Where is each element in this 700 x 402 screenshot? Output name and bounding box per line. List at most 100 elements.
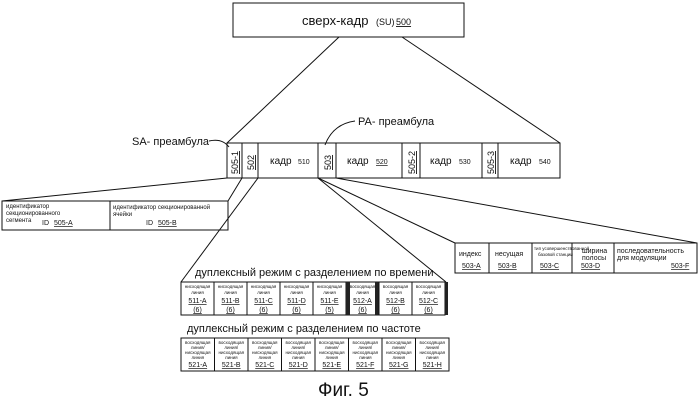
tdd-cell-ref: 511-D	[287, 298, 306, 305]
tdd-cell-ref: 511-E	[320, 298, 338, 305]
sa-preamble-ref: 505-1	[230, 151, 240, 174]
fdd-cell-line2: линия	[392, 355, 405, 360]
fdd-cell-line2: линия	[258, 355, 271, 360]
superframe-su: (SU)	[376, 17, 395, 27]
tdd-cell-line: линия	[323, 290, 336, 295]
tdd-cell-count: (5)	[325, 307, 334, 314]
tdd-cell-line: линия	[290, 290, 303, 295]
frame-530-label: кадр	[430, 156, 452, 167]
fdd-cell-line2: линия	[225, 355, 238, 360]
tdd-cell-count: (6)	[424, 307, 433, 314]
cell-id-label: ID	[146, 220, 153, 227]
tdd-cell-direction: восходящая	[416, 284, 442, 289]
fdd-cell-line2: линия	[426, 355, 439, 360]
tdd-cell-count: (6)	[292, 307, 301, 314]
frame-510-ref: 510	[298, 159, 310, 166]
tdd-cell-line: линия	[224, 290, 237, 295]
tdd-cell-count: (6)	[358, 307, 367, 314]
tdd-cell: нисходящаялиния511-B(6)	[214, 282, 247, 315]
tdd-cell-line: линия	[356, 290, 369, 295]
tdd-cell-ref: 511-A	[188, 298, 206, 305]
fdd-cell: восходящаялиния/нисходящаялиния521-A	[181, 338, 215, 371]
frame-510-label: кадр	[270, 156, 292, 167]
pa-bs-type-line2: базовой станции	[538, 251, 573, 257]
tdd-cell: восходящаялиния 512-A (6)	[346, 282, 379, 315]
tdd-cell-count: (6)	[259, 307, 268, 314]
fdd-cell-ref: 521-H	[423, 362, 442, 369]
pa-carrier-label: несущая	[495, 251, 523, 258]
sa-preamble-leader	[209, 140, 229, 147]
tdd-cell-line: линия	[257, 290, 270, 295]
tdd-cell-direction: восходящая	[383, 284, 409, 289]
pa-preamble-leader	[325, 121, 355, 145]
tdd-marker	[375, 282, 379, 315]
fdd-cell-ref: 521-D	[289, 362, 308, 369]
tdd-cell: нисходящаялиния 511-D (6)	[280, 282, 313, 315]
fdd-cell-ref: 521-E	[322, 362, 341, 369]
tdd-title: дуплексный режим с разделением по времен…	[195, 267, 434, 279]
tdd-cell-direction: нисходящая	[284, 284, 310, 289]
tdd-cell-line: линия	[191, 290, 204, 295]
frame-520-ref: 520	[376, 159, 388, 166]
zoom-line-left	[227, 37, 339, 143]
ref-502: 502	[246, 155, 256, 170]
fdd-cell-ref: 521-G	[389, 362, 408, 369]
tdd-cell: нисходящаялиния511-C(6)	[247, 282, 280, 315]
pa-preamble-label: PA- преамбула	[358, 116, 435, 128]
figure-caption: Фиг. 5	[318, 380, 369, 401]
tdd-cell: восходящаялиния512-B(6)	[379, 282, 412, 315]
pa-index-ref: 503-A	[462, 263, 481, 270]
tdd-cell-direction: нисходящая	[185, 284, 211, 289]
tdd-cell-line: линия	[422, 290, 435, 295]
pa-index-label: индекс	[459, 251, 482, 258]
fdd-cell-line2: линия	[191, 355, 204, 360]
pa-modulation-line2: для модуляции	[617, 255, 667, 262]
tdd-cell-direction: восходящая	[350, 284, 376, 289]
tdd-end-marker	[445, 282, 448, 315]
fdd-cell-ref: 521-C	[255, 362, 274, 369]
segment-id-label: ID	[42, 220, 49, 227]
fdd-cell: восходящаялиния/нисходящаялиния521-B	[215, 338, 249, 371]
fdd-cell: восходящаялиния/нисходящаялиния521-G	[382, 338, 416, 371]
tdd-cell-ref: 511-B	[221, 298, 239, 305]
tdd-cell: нисходящаялиния 511-E (5)	[313, 282, 346, 315]
tdd-cell-count: (6)	[391, 307, 400, 314]
tdd-cell: восходящаялиния 512-C (6)	[412, 282, 445, 315]
tdd-cell-ref: 511-C	[254, 298, 273, 305]
frame-540-label: кадр	[510, 156, 532, 167]
sa-zoom-right	[228, 178, 242, 201]
fdd-cell: восходящаялиния/нисходящаялиния521-H	[416, 338, 450, 371]
fdd-cell: восходящаялиния/нисходящаялиния521-F	[349, 338, 383, 371]
tdd-cell-ref: 512-A	[353, 298, 372, 305]
pa-preamble-ref: 503	[323, 155, 333, 170]
tdd-cell: нисходящаялиния 511-A (6)	[181, 282, 214, 315]
tdd-cell-direction: нисходящая	[317, 284, 343, 289]
frame-520-label: кадр	[347, 156, 369, 167]
segment-id-line3: сегмента	[6, 218, 32, 224]
ref-505-3: 505-3	[486, 151, 496, 174]
pa-modulation-ref: 503-F	[671, 263, 689, 270]
segment-id-line1: идентификатор	[6, 204, 50, 210]
tdd-cell-count: (6)	[226, 307, 235, 314]
pa-zoom-right	[336, 178, 697, 243]
fdd-cell-line2: линия	[359, 355, 372, 360]
tdd-cell-ref: 512-C	[419, 298, 438, 305]
segment-id-ref: 505-A	[54, 220, 73, 227]
cell-id-ref: 505-B	[158, 220, 177, 227]
sa-preamble-label: SA- преамбула	[132, 136, 210, 148]
superframe-ref: 500	[396, 17, 411, 27]
tdd-cell-count: (6)	[193, 307, 202, 314]
fdd-cell-line2: линия	[325, 355, 338, 360]
fdd-cell: восходящаялиния/нисходящаялиния521-C	[248, 338, 282, 371]
tdd-cell-ref: 512-B	[386, 298, 405, 305]
fdd-cell-ref: 521-B	[222, 362, 241, 369]
fdd-title: дуплексный режим с разделением по частот…	[187, 323, 421, 335]
fdd-cell: восходящаялиния/нисходящаялиния521-E	[315, 338, 349, 371]
pa-bandwidth-ref: 503-D	[581, 263, 600, 270]
fdd-cell-ref: 521-F	[356, 362, 374, 369]
segment-id-line2: секционированного	[6, 211, 61, 217]
fdd-cell: восходящаялиния/нисходящаялиния521-D	[282, 338, 316, 371]
fdd-cell-ref: 521-A	[188, 362, 207, 369]
superframe-label: сверх-кадр	[302, 13, 368, 28]
